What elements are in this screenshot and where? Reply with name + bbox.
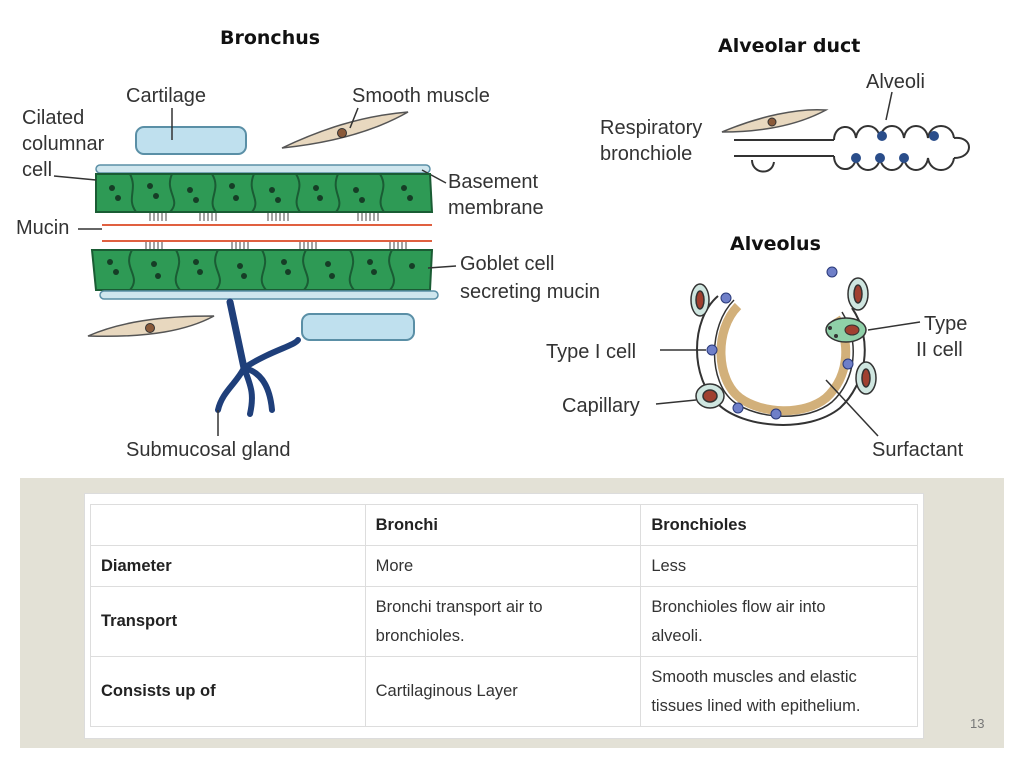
label-type2-1: Type <box>924 313 967 335</box>
table-header-bronchi: Bronchi <box>364 504 642 546</box>
comparison-table-card: Bronchi Bronchioles Diameter More Less T… <box>84 493 924 739</box>
label-resp-bronchiole-1: Respiratory <box>600 117 702 139</box>
goblet-cell-icon <box>90 249 434 291</box>
alveolar-duct-diagram: Alveolar duct Alveoli Respiratory bronch… <box>600 35 970 173</box>
table-header-row: Bronchi Bronchioles <box>90 504 918 546</box>
anatomy-diagram: Bronchus Cilated columnar cell Cartilage… <box>16 27 970 461</box>
label-smooth-muscle: Smooth muscle <box>352 85 490 107</box>
label-basement-1: Basement <box>448 171 538 193</box>
table-row: Consists up of Cartilaginous Layer Smoot… <box>90 656 918 727</box>
bronchus-title: Bronchus <box>220 27 320 49</box>
label-goblet-1: Goblet cell <box>460 253 555 275</box>
row-label-consists: Consists up of <box>90 656 366 727</box>
label-submucosal: Submucosal gland <box>126 439 291 461</box>
table-panel: Bronchi Bronchioles Diameter More Less T… <box>20 478 1004 748</box>
label-basement-2: membrane <box>448 197 544 219</box>
bronchus-diagram: Bronchus Cilated columnar cell Cartilage… <box>16 27 600 461</box>
label-type2-2: II cell <box>916 339 963 361</box>
alveolar-duct-title: Alveolar duct <box>718 35 860 57</box>
submucosal-gland-icon <box>215 298 301 417</box>
label-resp-bronchiole-2: bronchiole <box>600 143 692 165</box>
label-goblet-2: secreting mucin <box>460 281 600 303</box>
alveolus-diagram: Alveolus Type I cell Capillary Type II c… <box>546 233 967 461</box>
cartilage-icon <box>135 126 247 155</box>
label-type1: Type I cell <box>546 341 636 363</box>
cell-bronchi: Cartilaginous Layer <box>364 656 642 727</box>
comparison-table: Bronchi Bronchioles Diameter More Less T… <box>90 504 918 727</box>
label-surfactant: Surfactant <box>872 439 964 461</box>
table-row: Diameter More Less <box>90 545 918 587</box>
cell-bronchi: More <box>364 545 642 587</box>
label-ciliated-1: Cilated <box>22 107 84 129</box>
row-label-transport: Transport <box>90 586 366 657</box>
row-label-diameter: Diameter <box>90 545 366 587</box>
epithelial-cell-icon <box>95 173 434 213</box>
label-cartilage: Cartilage <box>126 85 206 107</box>
cell-bronchioles: Less <box>640 545 918 587</box>
alveolus-title: Alveolus <box>730 233 821 255</box>
table-header-bronchioles: Bronchioles <box>640 504 918 546</box>
label-capillary: Capillary <box>562 395 640 417</box>
label-alveoli: Alveoli <box>866 71 925 93</box>
label-ciliated-3: cell <box>22 159 52 181</box>
label-mucin: Mucin <box>16 217 69 239</box>
slide-number: 13 <box>970 716 985 731</box>
table-header-empty <box>90 504 366 546</box>
label-ciliated-2: columnar <box>22 133 105 155</box>
